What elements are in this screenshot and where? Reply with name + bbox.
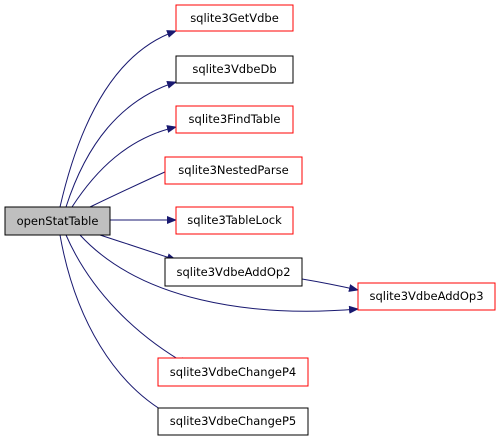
edge-to-vdbedb <box>65 80 177 208</box>
node-sqlite3vdbechangep4-box <box>157 357 309 387</box>
node-sqlite3nestedparse[interactable]: sqlite3NestedParse <box>164 156 303 185</box>
node-sqlite3vdbedb-label: sqlite3VdbeDb <box>192 62 276 76</box>
node-sqlite3vdbeaddop2-label: sqlite3VdbeAddOp2 <box>176 265 290 279</box>
node-sqlite3vdbechangep5[interactable]: sqlite3VdbeChangeP5 <box>157 407 309 436</box>
edge-addop2-to-addop3 <box>301 278 359 292</box>
node-sqlite3tablelock[interactable]: sqlite3TableLock <box>175 206 294 235</box>
edge-root-to-addop3 <box>79 234 359 314</box>
node-sqlite3vdbechangep4-label: sqlite3VdbeChangeP4 <box>170 365 296 379</box>
edge-to-findtable <box>71 125 177 208</box>
edge-to-changep5 <box>59 234 171 416</box>
node-openstattable-label: openStatTable <box>17 214 99 228</box>
node-sqlite3tablelock-label: sqlite3TableLock <box>187 213 282 227</box>
node-sqlite3nestedparse-box <box>164 156 303 185</box>
edges <box>59 30 359 416</box>
node-sqlite3findtable-box <box>175 105 294 134</box>
edge-to-changep4 <box>65 234 189 366</box>
node-sqlite3vdbechangep5-label: sqlite3VdbeChangeP5 <box>170 414 296 428</box>
edge-to-getvdbe <box>59 30 177 208</box>
node-openstattable-box <box>4 206 111 236</box>
node-sqlite3nestedparse-label: sqlite3NestedParse <box>178 163 288 177</box>
node-sqlite3vdbeaddop3-label: sqlite3VdbeAddOp3 <box>369 289 483 303</box>
node-sqlite3vdbeaddop2[interactable]: sqlite3VdbeAddOp2 <box>164 257 303 287</box>
edge-to-nestedparse <box>89 166 177 208</box>
edge-to-addop2 <box>99 234 177 262</box>
node-sqlite3vdbechangep4[interactable]: sqlite3VdbeChangeP4 <box>157 357 309 387</box>
node-sqlite3vdbeaddop3[interactable]: sqlite3VdbeAddOp3 <box>357 282 496 311</box>
node-sqlite3getvdbe-label: sqlite3GetVdbe <box>190 11 279 25</box>
node-sqlite3vdbeaddop3-box <box>357 282 496 311</box>
node-openstattable[interactable]: openStatTable <box>4 206 111 236</box>
node-sqlite3getvdbe-box <box>175 4 294 32</box>
node-sqlite3vdbedb-box <box>175 55 294 84</box>
node-sqlite3tablelock-box <box>175 206 294 235</box>
node-sqlite3findtable[interactable]: sqlite3FindTable <box>175 105 294 134</box>
node-sqlite3findtable-label: sqlite3FindTable <box>189 112 281 126</box>
node-sqlite3vdbeaddop2-box <box>164 257 303 287</box>
node-sqlite3vdbechangep5-box <box>157 407 309 436</box>
node-sqlite3getvdbe[interactable]: sqlite3GetVdbe <box>175 4 294 32</box>
node-sqlite3vdbedb[interactable]: sqlite3VdbeDb <box>175 55 294 84</box>
